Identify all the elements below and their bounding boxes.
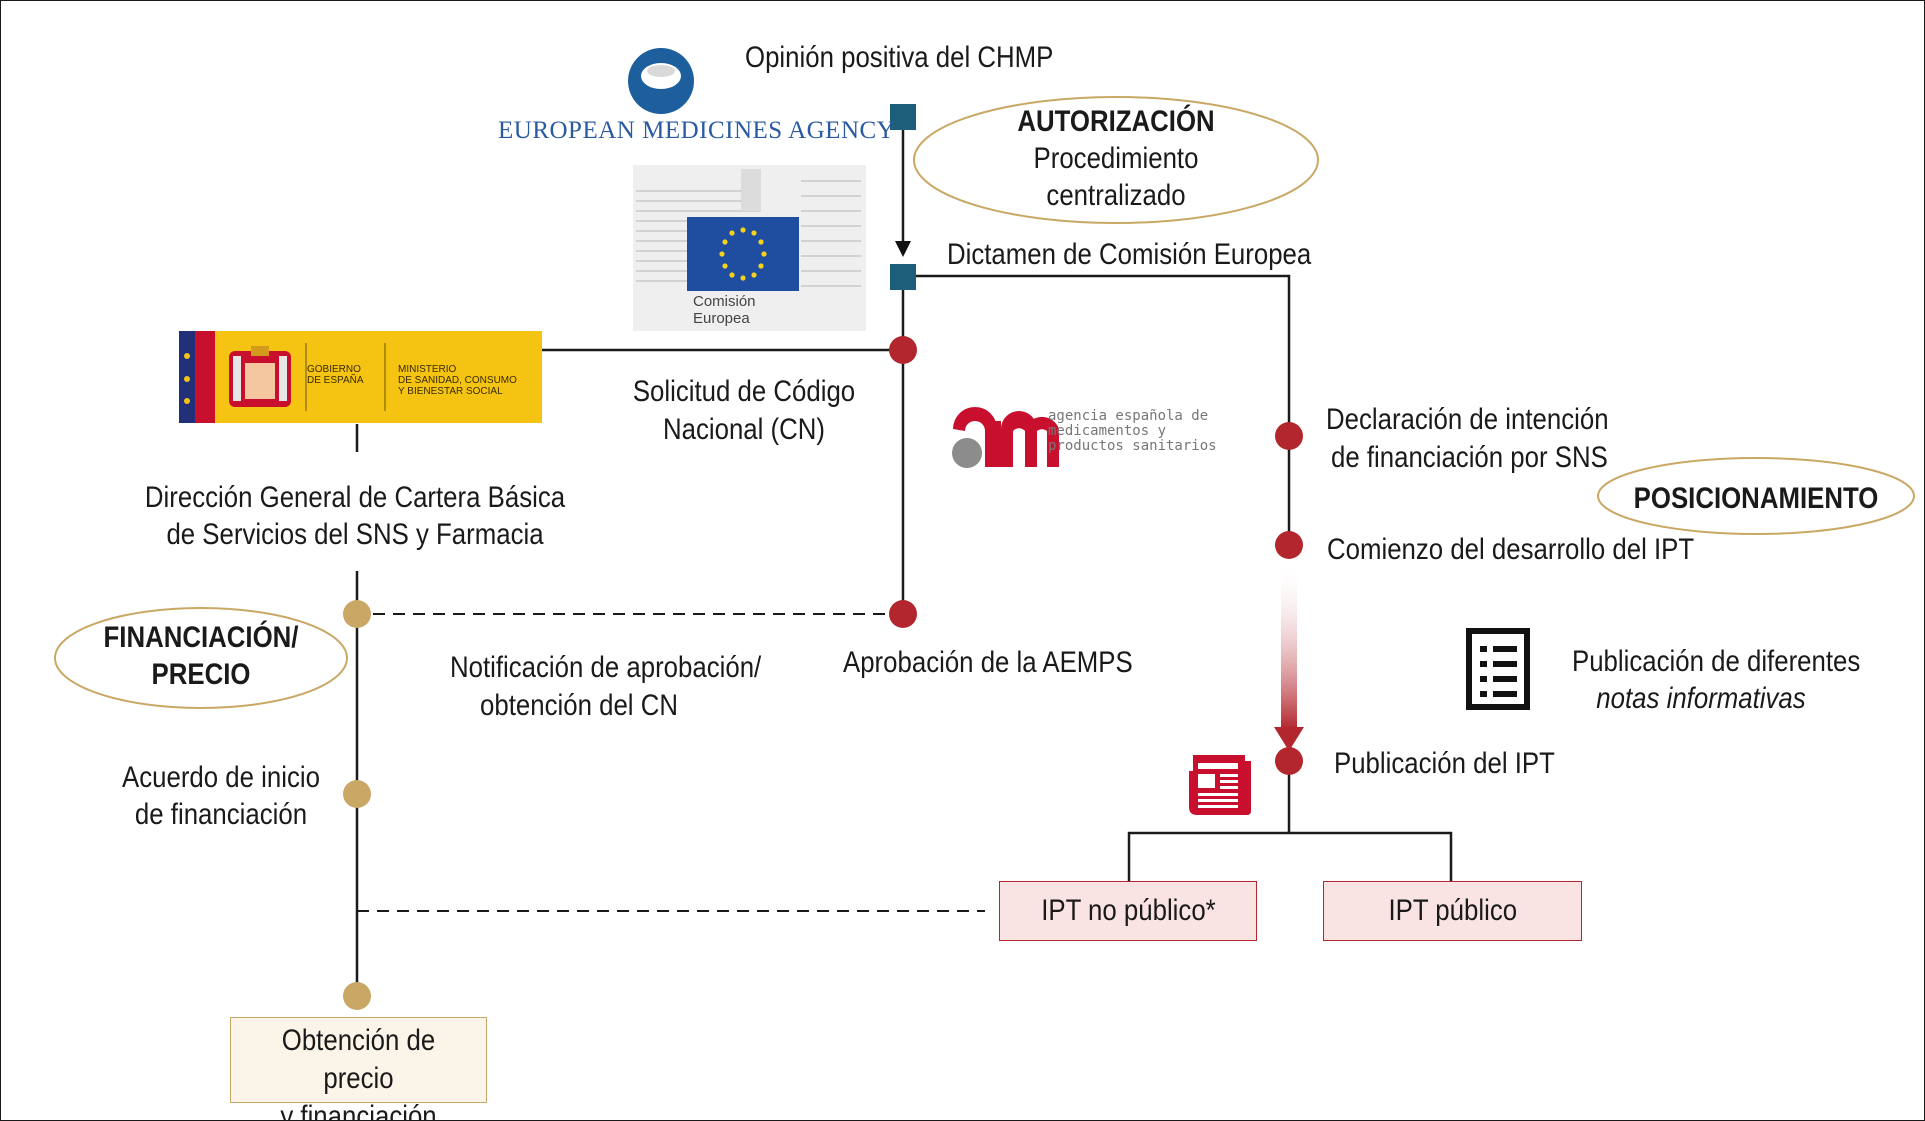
funding-start-label-2: de financiación <box>134 798 308 831</box>
price-funding-label-2: y financiación <box>280 1100 437 1121</box>
ec-logo-line1: Comisión <box>693 293 756 310</box>
gov-right-line2: DE SANIDAD, CONSUMO <box>398 375 517 386</box>
positioning-label: POSICIONAMIENTO <box>1633 482 1879 515</box>
gradient-arrow-shaft <box>1281 561 1297 729</box>
gov-left-line2: DE ESPAÑA <box>307 375 364 386</box>
ec-logo <box>633 165 866 331</box>
sns-intention-label-2: de financiación por SNS <box>1331 441 1608 474</box>
ipt-private-label: IPT no público* <box>1040 894 1216 927</box>
financing-ellipse <box>54 607 348 709</box>
ipt-public-box: IPT público <box>1323 881 1582 941</box>
ec-logo-line2: Europea <box>693 310 750 327</box>
ipt-public-label: IPT público <box>1388 894 1517 927</box>
price-dot <box>343 982 371 1010</box>
ec-logo-text: Comisión Europea <box>693 293 756 327</box>
ipt-start-dot <box>1275 531 1303 559</box>
ec-to-positioning-line <box>916 274 1291 436</box>
aemps-approval-dot <box>889 600 917 628</box>
cn-request-label-1: Solicitud de Código <box>632 375 856 408</box>
aemps-logo-text: agencia española de medicamentos y produ… <box>1048 409 1217 454</box>
sns-intention-label-1: Declaración de intención <box>1326 403 1609 436</box>
cn-notification-label-2: obtención del CN <box>480 689 678 722</box>
ema-logo-text: EUROPEAN MEDICINES AGENCY <box>498 117 896 144</box>
authorization-title: AUTORIZACIÓN <box>1017 105 1215 138</box>
info-notes-label-2: notas informativas <box>1596 682 1806 715</box>
ipt-publication-dot <box>1275 747 1303 775</box>
authorization-sub-2: centralizado <box>1046 179 1186 212</box>
aemps-line2: medicamentos y <box>1048 423 1167 439</box>
ipt-publication-label: Publicación del IPT <box>1334 747 1555 780</box>
cn-request-dot <box>889 336 917 364</box>
ipt-private-box: IPT no público* <box>999 881 1257 941</box>
dg-cartera-label-1: Dirección General de Cartera Básica <box>144 481 566 514</box>
aemps-line3: productos sanitarios <box>1048 438 1217 454</box>
aemps-approval-label: Aprobación de la AEMPS <box>843 646 1133 679</box>
cn-request-label-2: Nacional (CN) <box>662 413 826 446</box>
gov-left-line1: GOBIERNO <box>307 364 361 375</box>
price-funding-box: Obtención de precio y financiación <box>230 1017 487 1120</box>
authorization-ellipse <box>913 96 1319 224</box>
chmp-label: Opinión positiva del CHMP <box>745 41 1054 74</box>
document-list-icon <box>1466 628 1530 710</box>
notification-gold-dot <box>343 600 371 628</box>
ipt-branch-fork <box>1127 831 1453 881</box>
aemps-line1: agencia española de <box>1048 408 1209 424</box>
newspaper-icon <box>1189 755 1251 815</box>
spain-gov-logo <box>179 331 542 423</box>
ipt-start-label: Comienzo del desarrollo del IPT <box>1327 533 1695 566</box>
gov-text-left: GOBIERNO DE ESPAÑA <box>307 364 364 386</box>
sns-intention-dot <box>1275 422 1303 450</box>
ema-logo <box>628 48 694 114</box>
authorization-sub-1: Procedimiento <box>1033 142 1199 175</box>
gov-text-right: MINISTERIO DE SANIDAD, CONSUMO Y BIENEST… <box>398 364 517 397</box>
ec-decision-label: Dictamen de Comisión Europea <box>947 238 1312 271</box>
gov-right-line1: MINISTERIO <box>398 364 457 375</box>
positioning-ellipse <box>1597 457 1915 535</box>
arrowhead <box>895 241 911 257</box>
funding-start-dot <box>343 780 371 808</box>
financing-label-2: PRECIO <box>151 658 251 691</box>
dg-cartera-label-2: de Servicios del SNS y Farmacia <box>166 518 544 551</box>
financing-label-1: FINANCIACIÓN/ <box>103 621 299 654</box>
aemps-logo <box>952 407 1059 468</box>
cn-notification-label-1: Notificación de aprobación/ <box>450 651 762 684</box>
info-notes-label-1: Publicación de diferentes <box>1572 645 1861 678</box>
ec-marker <box>890 264 916 290</box>
funding-start-label-1: Acuerdo de inicio <box>122 761 320 794</box>
gradient-arrowhead <box>1274 727 1304 751</box>
price-funding-label-1: Obtención de precio <box>281 1024 436 1095</box>
chmp-marker <box>890 104 916 130</box>
gov-right-line3: Y BIENESTAR SOCIAL <box>398 386 503 397</box>
